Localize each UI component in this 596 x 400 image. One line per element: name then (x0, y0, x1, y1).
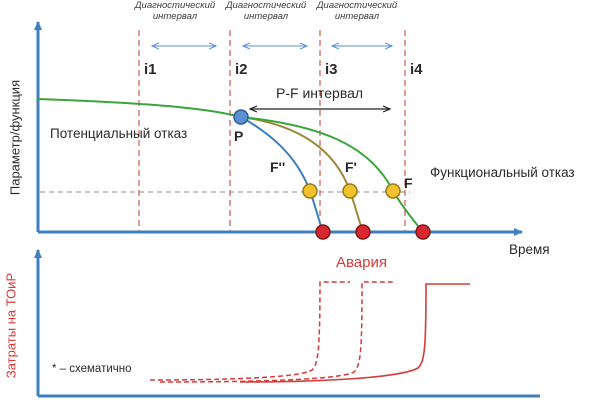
potential-failure-label: Потенциальный отказ (50, 126, 188, 141)
functional-point-f (385, 183, 401, 199)
point-f1-label: F' (345, 159, 357, 175)
functional-point-f2 (302, 183, 318, 199)
cost-curve-1 (149, 281, 350, 381)
interval-index-i4: i4 (410, 61, 423, 78)
point-f-label: F (404, 175, 413, 191)
diagnostic-interval-label-1: Диагностический интервал (134, 0, 216, 22)
accident-label: Авария (336, 254, 387, 271)
cost-curve-3 (239, 283, 470, 383)
degradation-curve-main (37, 98, 242, 118)
schematic-note: * – схематично (52, 363, 132, 375)
failure-dot-1 (315, 224, 331, 240)
cost-axis-label: Затраты на ТОиР (3, 272, 19, 379)
interval-index-i3: i3 (325, 61, 338, 78)
degradation-curve-slow (240, 116, 424, 233)
functional-point-f1 (342, 183, 358, 199)
pf-interval-label: P-F интервал (276, 85, 364, 101)
degradation-curve-medium (240, 116, 364, 233)
point-p-label: P (234, 128, 244, 144)
interval-index-i2: i2 (235, 61, 248, 78)
functional-failure-label: Функциональный отказ (430, 165, 575, 180)
diagnostic-interval-label-2: Диагностический интервал (225, 0, 307, 22)
failure-dot-3 (415, 224, 431, 240)
cost-curve-2 (159, 281, 395, 383)
diagnostic-interval-label-3: Диагностический интервал (316, 0, 398, 22)
time-axis-label: Время (509, 242, 550, 257)
failure-dot-2 (355, 224, 371, 240)
potential-failure-point (233, 109, 249, 125)
parameter-axis-label: Параметр/функция (7, 79, 23, 196)
interval-index-i1: i1 (144, 61, 157, 78)
point-f2-label: F'' (270, 159, 286, 175)
